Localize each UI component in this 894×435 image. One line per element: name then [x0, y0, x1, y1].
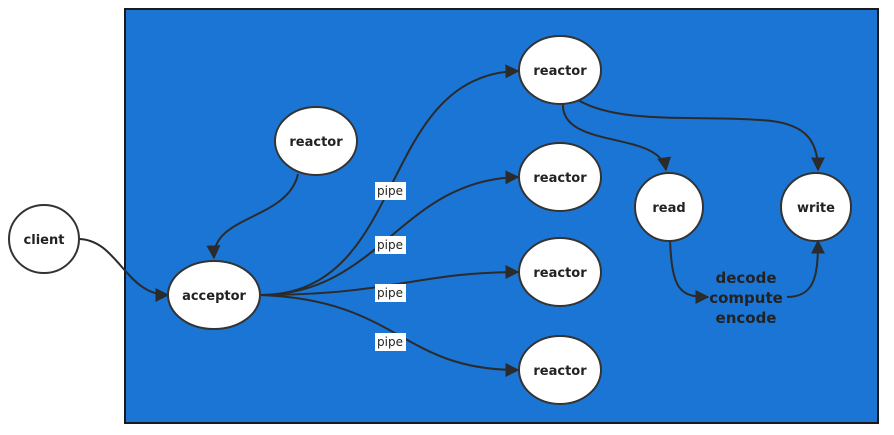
pipe-label-2: pipe — [375, 236, 406, 254]
node-sub-reactor-3: reactor — [518, 237, 602, 307]
process-steps: decode compute encode — [709, 269, 783, 327]
svg-text:pipe: pipe — [377, 286, 403, 300]
node-acceptor: acceptor — [167, 260, 261, 330]
pipe-label-1: pipe — [375, 182, 406, 200]
pipe-label-4: pipe — [375, 333, 406, 351]
svg-text:reactor: reactor — [289, 135, 343, 150]
edge-reactor-write — [577, 99, 825, 172]
edge-client-acceptor — [77, 238, 170, 302]
node-main-reactor: reactor — [274, 106, 358, 176]
process-compute: compute — [709, 289, 783, 307]
svg-text:reactor: reactor — [533, 364, 587, 379]
svg-text:pipe: pipe — [377, 335, 403, 349]
svg-text:client: client — [24, 233, 65, 248]
svg-text:reactor: reactor — [533, 64, 587, 79]
node-write: write — [780, 172, 852, 242]
svg-text:pipe: pipe — [377, 238, 403, 252]
svg-text:read: read — [652, 201, 685, 216]
svg-text:write: write — [797, 201, 835, 216]
node-client: client — [8, 204, 80, 274]
edge-acceptor-reactor-3 — [259, 265, 520, 296]
edge-reactor-read — [561, 102, 672, 172]
node-read: read — [634, 172, 704, 242]
process-encode: encode — [716, 309, 777, 327]
svg-text:reactor: reactor — [533, 266, 587, 281]
pipe-label-3: pipe — [375, 284, 406, 302]
process-decode: decode — [715, 269, 776, 287]
edge-process-write — [786, 239, 825, 298]
node-sub-reactor-1: reactor — [518, 35, 602, 105]
svg-text:pipe: pipe — [377, 184, 403, 198]
edge-read-process — [669, 239, 710, 304]
node-sub-reactor-4: reactor — [518, 335, 602, 405]
svg-text:reactor: reactor — [533, 171, 587, 186]
node-sub-reactor-2: reactor — [518, 142, 602, 212]
edge-main-reactor-acceptor — [206, 173, 299, 260]
svg-text:acceptor: acceptor — [182, 289, 246, 304]
server-panel — [124, 8, 879, 424]
